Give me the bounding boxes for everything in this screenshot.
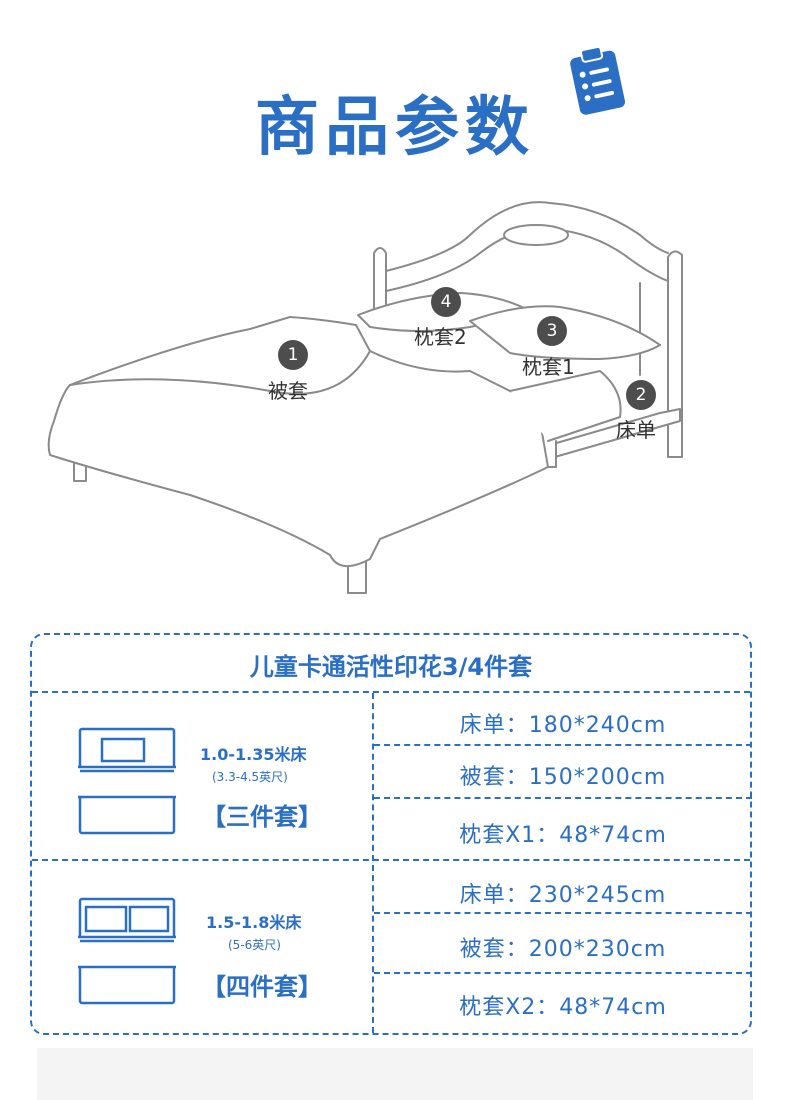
spec-cell: 床单：180*240cm: [459, 713, 667, 738]
marker-1-label: 被套: [268, 379, 308, 403]
divider: [374, 912, 752, 914]
spec-cell: 被套：200*230cm: [459, 937, 667, 962]
size-group-three-piece: 1.0-1.35米床 (3.3-4.5英尺) 【三件套】: [32, 693, 372, 859]
clipboard-list-icon: [560, 40, 632, 120]
marker-2: 2: [626, 380, 656, 410]
divider: [32, 691, 750, 693]
bed-diagram: 1 被套 2 床单 3 枕套1 4 枕套2: [40, 195, 740, 605]
marker-4: 4: [431, 287, 461, 317]
spec-table-title: 儿童卡通活性印花3/4件套: [249, 653, 533, 681]
marker-4-label: 枕套2: [414, 325, 467, 349]
divider: [374, 744, 752, 746]
bed-size-label: 1.0-1.35米床: [200, 745, 307, 764]
set-type-label: 【四件套】: [202, 973, 322, 1001]
bed-size-feet: (3.3-4.5英尺): [212, 770, 288, 784]
set-type-label: 【三件套】: [202, 803, 322, 831]
spec-table: 儿童卡通活性印花3/4件套 1.0-1.35米床 (3.3-4.5英尺) 【三件…: [30, 633, 752, 1035]
spec-cell: 枕套X1：48*74cm: [459, 823, 667, 848]
marker-3-label: 枕套1: [522, 355, 575, 379]
bottom-strip: [37, 1048, 753, 1100]
size-group-four-piece: 1.5-1.8米床 (5-6英尺) 【四件套】: [32, 861, 372, 1033]
marker-2-label: 床单: [616, 418, 656, 442]
bed-size-label: 1.5-1.8米床: [206, 913, 302, 932]
bed-line-drawing: [47, 201, 683, 594]
page-title: 商品参数: [255, 91, 535, 165]
marker-1: 1: [278, 340, 308, 370]
divider: [374, 972, 752, 974]
divider: [374, 797, 752, 799]
divider: [32, 859, 750, 861]
spec-cell: 被套：150*200cm: [459, 765, 667, 790]
column-divider: [372, 693, 374, 1033]
single-pillow-bed-icon: [78, 727, 176, 835]
spec-cell: 枕套X2：48*74cm: [459, 995, 667, 1020]
spec-cell: 床单：230*245cm: [459, 883, 667, 908]
double-pillow-bed-icon: [78, 897, 176, 1005]
bed-size-feet: (5-6英尺): [228, 938, 281, 952]
marker-3: 3: [537, 316, 567, 346]
